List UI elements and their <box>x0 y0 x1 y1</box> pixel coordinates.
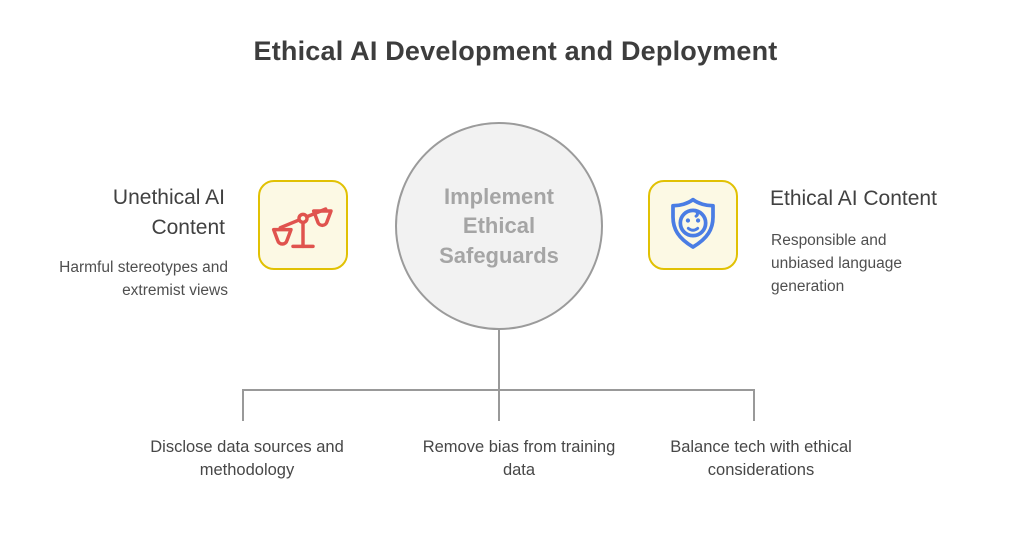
central-node-label: Implement Ethical Safeguards <box>439 184 559 268</box>
page-title: Ethical AI Development and Deployment <box>253 36 778 66</box>
shield-smiley-icon <box>671 197 715 249</box>
right-node-description: Responsible and unbiased language genera… <box>771 232 903 295</box>
left-node-description: Harmful stereotypes and extremist views <box>59 259 228 299</box>
branch-label-balance: Balance tech with ethical considerations <box>670 438 852 479</box>
left-icon-box <box>258 180 348 270</box>
branch-label-remove-bias: Remove bias from training data <box>422 438 616 479</box>
central-node-circle: Implement Ethical Safeguards <box>395 122 603 330</box>
right-icon-box <box>648 180 738 270</box>
branch-label-disclose: Disclose data sources and methodology <box>150 438 344 479</box>
scales-icon <box>271 207 333 249</box>
right-node-heading: Ethical AI Content <box>770 187 937 210</box>
left-node-heading: Unethical AI Content <box>112 186 225 239</box>
